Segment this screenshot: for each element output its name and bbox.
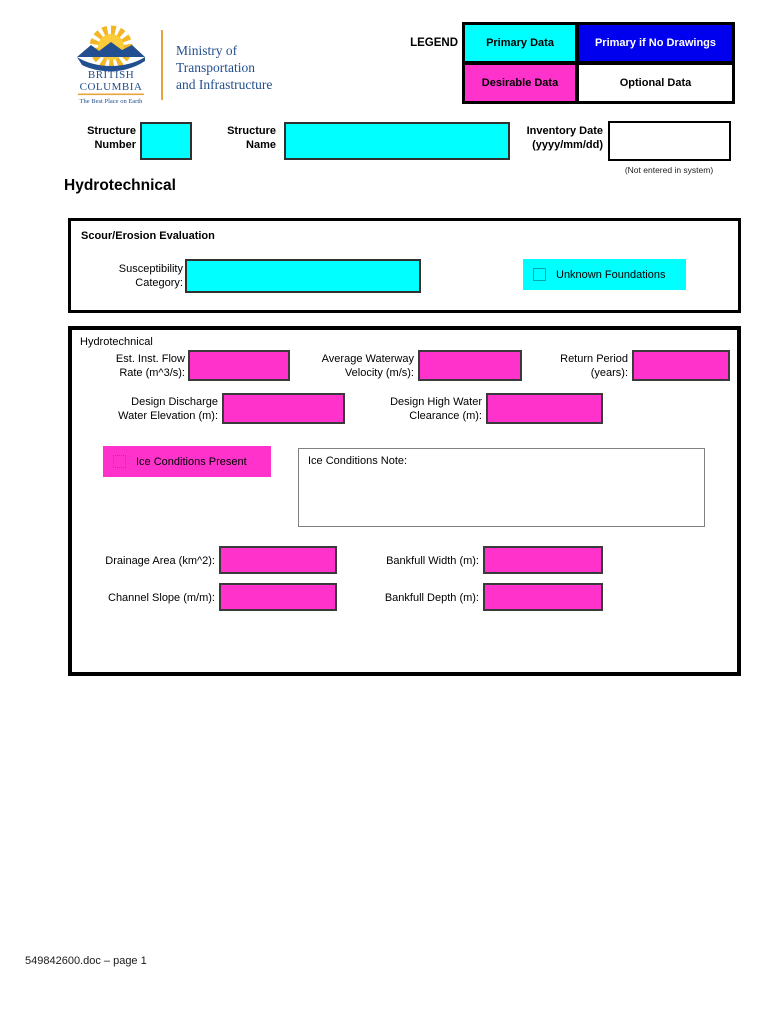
avg-waterway-velocity-input[interactable] xyxy=(418,350,522,381)
legend-cell-primary-data: Primary Data xyxy=(463,23,577,63)
logo-divider xyxy=(161,30,163,100)
structure-name-input[interactable] xyxy=(284,122,510,160)
est-inst-flow-label: Est. Inst. Flow Rate (m^3/s): xyxy=(115,353,185,379)
channel-slope-input[interactable] xyxy=(219,583,337,611)
mountains-icon xyxy=(77,42,145,57)
design-high-water-label: Design High Water Clearance (m): xyxy=(390,396,482,422)
susceptibility-category-label: Susceptibility Category: xyxy=(118,263,183,289)
ice-conditions-checkbox[interactable] xyxy=(113,455,126,468)
bankfull-width-input[interactable] xyxy=(483,546,603,574)
logo-tagline: The Best Place on Earth xyxy=(80,98,144,105)
inventory-date-note: (Not entered in system) xyxy=(624,165,714,175)
scour-section-title: Scour/Erosion Evaluation xyxy=(81,230,215,242)
document-footer: 549842600.doc – page 1 xyxy=(25,955,147,967)
ice-conditions-note-area[interactable]: Ice Conditions Note: xyxy=(298,448,705,527)
bankfull-width-label: Bankfull Width (m): xyxy=(386,555,479,567)
drainage-area-input[interactable] xyxy=(219,546,337,574)
design-high-water-input[interactable] xyxy=(486,393,603,424)
inventory-date-label: Inventory Date (yyyy/mm/dd) xyxy=(526,125,603,151)
legend-cell-desirable-data: Desirable Data xyxy=(463,63,577,103)
design-discharge-input[interactable] xyxy=(222,393,345,424)
unknown-foundations-checkbox[interactable] xyxy=(533,268,546,281)
bankfull-depth-label: Bankfull Depth (m): xyxy=(384,592,479,604)
ministry-line: Transportation xyxy=(176,60,256,75)
design-discharge-label: Design Discharge Water Elevation (m): xyxy=(118,396,218,422)
return-period-input[interactable] xyxy=(632,350,730,381)
legend-title: LEGEND xyxy=(410,37,458,49)
ice-conditions-flag[interactable]: Ice Conditions Present xyxy=(103,446,271,477)
logo-text-columbia: COLUMBIA xyxy=(80,81,143,93)
legend-cell-optional-data: Optional Data xyxy=(577,63,734,103)
hydro-section-title: Hydrotechnical xyxy=(80,336,153,348)
logo-gold-rule xyxy=(78,93,144,96)
channel-slope-label: Channel Slope (m/m): xyxy=(108,592,215,604)
return-period-label: Return Period (years): xyxy=(560,353,628,379)
logo-text-british: BRITISH xyxy=(88,69,134,81)
ministry-line: and Infrastructure xyxy=(176,77,273,92)
unknown-foundations-flag[interactable]: Unknown Foundations xyxy=(523,259,686,290)
avg-waterway-velocity-label: Average Waterway Velocity (m/s): xyxy=(321,353,414,379)
bankfull-depth-input[interactable] xyxy=(483,583,603,611)
structure-name-label: Structure Name xyxy=(227,125,276,151)
structure-number-input[interactable] xyxy=(140,122,192,160)
bc-logo-graphic: BRITISH COLUMBIA The Best Place on Earth xyxy=(77,25,145,105)
wave-icon xyxy=(77,57,145,72)
unknown-foundations-label: Unknown Foundations xyxy=(556,268,666,281)
scour-erosion-section: Scour/Erosion Evaluation Susceptibility … xyxy=(68,218,741,313)
legend-cell-primary-if-no-drawings: Primary if No Drawings xyxy=(577,23,734,63)
ministry-name: Ministry of Transportation and Infrastru… xyxy=(176,42,272,93)
susceptibility-category-input[interactable] xyxy=(185,259,421,293)
hydrotechnical-section: Hydrotechnical Est. Inst. Flow Rate (m^3… xyxy=(68,326,741,676)
est-inst-flow-input[interactable] xyxy=(188,350,290,381)
drainage-area-label: Drainage Area (km^2): xyxy=(105,555,215,567)
legend-table: Primary Data Primary if No Drawings Desi… xyxy=(462,22,735,104)
ice-conditions-note-label: Ice Conditions Note: xyxy=(308,455,408,467)
bc-government-logo: BRITISH COLUMBIA The Best Place on Earth xyxy=(60,20,162,108)
structure-number-label: Structure Number xyxy=(87,125,136,151)
page-title: Hydrotechnical xyxy=(64,177,176,194)
ministry-line: Ministry of xyxy=(176,43,238,58)
inventory-date-input[interactable] xyxy=(608,121,731,161)
ice-conditions-label: Ice Conditions Present xyxy=(136,455,247,468)
